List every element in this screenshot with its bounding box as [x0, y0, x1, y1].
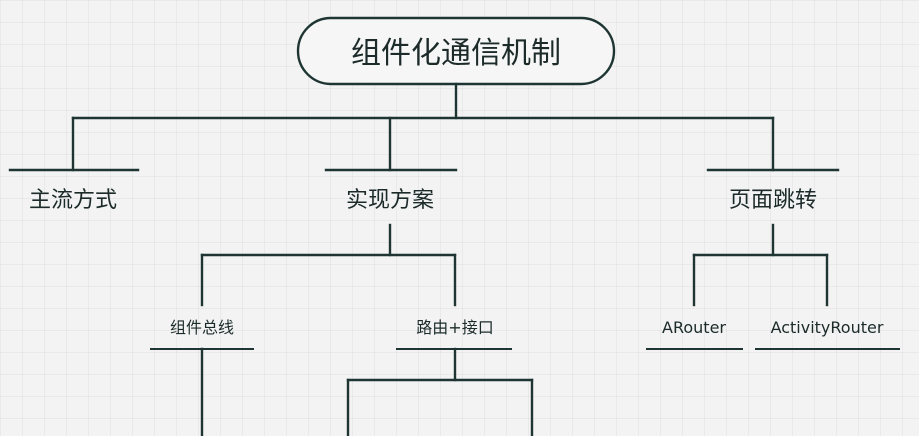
root-edges	[71, 82, 775, 172]
leaf-router-interface-label[interactable]: 路由+接口	[416, 318, 493, 337]
root-node[interactable]: 组件化通信机制	[296, 16, 616, 86]
branch-page-jump-label[interactable]: 页面跳转	[729, 188, 817, 213]
branch-implementation-label[interactable]: 实现方案	[346, 188, 434, 213]
leaf-component-bus-label[interactable]: 组件总线	[170, 318, 234, 337]
leaf-arouter-label[interactable]: ARouter	[662, 318, 726, 337]
leaf-activity-router-label[interactable]: ActivityRouter	[771, 318, 884, 337]
branch-mainstream-label[interactable]: 主流方式	[29, 188, 117, 213]
page-jump-edges	[692, 223, 829, 307]
continuation-edges	[200, 347, 534, 436]
implementation-edges	[200, 223, 457, 307]
root-node-label: 组件化通信机制	[351, 36, 561, 71]
